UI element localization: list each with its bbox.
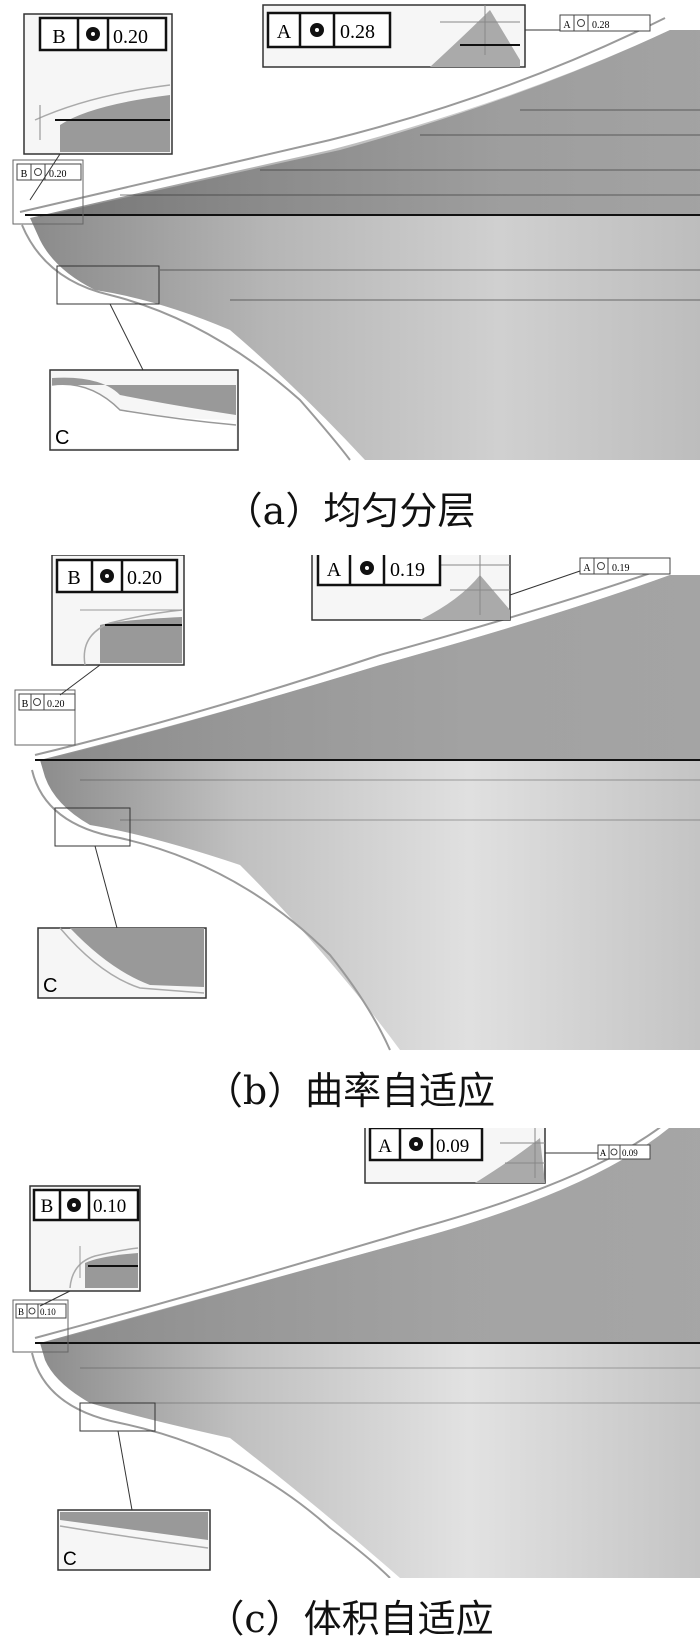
small-tag-b-value: 0.20 bbox=[47, 699, 65, 710]
small-tag-a-value: 0.28 bbox=[592, 20, 610, 31]
small-tag-b-datum: B bbox=[18, 1307, 24, 1317]
small-tag-a-datum: A bbox=[600, 1148, 607, 1158]
small-tag-b-value: 0.20 bbox=[49, 169, 67, 180]
panel-a-figure: A 0.28 B 0.20 B 0.20 bbox=[12, 4, 700, 461]
layer-lines bbox=[120, 109, 700, 301]
outline-curve-lower bbox=[31, 1352, 391, 1578]
callout-b-value: 0.10 bbox=[93, 1196, 126, 1217]
region-c-marker bbox=[54, 807, 131, 847]
concentricity-icon bbox=[597, 562, 605, 570]
region-c-marker bbox=[79, 1402, 156, 1432]
callout-b-datum: B bbox=[41, 1196, 54, 1217]
panel-c-figure: A 0.09 B 0.10 B 0.10 bbox=[12, 1128, 700, 1578]
small-tag-b: B 0.20 bbox=[14, 689, 76, 746]
zoom-box-a: A 0.09 bbox=[364, 1128, 546, 1184]
region-c-marker bbox=[56, 265, 160, 305]
detail-c: C bbox=[37, 927, 207, 999]
detail-c-label: C bbox=[55, 427, 69, 449]
detail-c-label: C bbox=[43, 975, 57, 997]
zoom-box-b: B 0.20 bbox=[51, 555, 185, 666]
concentricity-icon bbox=[33, 698, 41, 706]
callout-b-value: 0.20 bbox=[113, 26, 148, 48]
caption-b: （b）曲率自适应 bbox=[204, 1069, 496, 1113]
concentricity-icon bbox=[34, 168, 42, 176]
callout-a-value: 0.19 bbox=[390, 559, 425, 581]
caption-c: （c）体积自适应 bbox=[206, 1597, 494, 1641]
small-tag-a: A 0.09 bbox=[597, 1144, 651, 1160]
callout-a-datum: A bbox=[277, 21, 292, 43]
outline-curve-lower bbox=[21, 224, 351, 461]
callout-b-datum: B bbox=[67, 567, 80, 589]
callout-b-datum: B bbox=[52, 26, 65, 48]
outline-curve-lower bbox=[31, 769, 391, 1051]
part-upper-layers bbox=[45, 575, 700, 760]
small-tag-a: A 0.28 bbox=[559, 14, 651, 32]
small-tag-a-datum: A bbox=[563, 20, 571, 31]
detail-c: C bbox=[49, 369, 239, 451]
caption-a: （a）均匀分层 bbox=[224, 489, 476, 533]
callout-a-datum: A bbox=[378, 1136, 392, 1157]
detail-c-label: C bbox=[63, 1549, 77, 1570]
concentricity-icon bbox=[577, 19, 585, 27]
panel-c: A 0.09 B 0.10 B 0.10 bbox=[0, 1128, 700, 1647]
small-tag-a-datum: A bbox=[583, 563, 591, 574]
callout-b-value: 0.20 bbox=[127, 567, 162, 589]
zoom-box-b: B 0.20 bbox=[23, 13, 173, 155]
detail-c: C bbox=[57, 1509, 211, 1571]
concentricity-icon bbox=[28, 1307, 36, 1315]
small-tag-b-datum: B bbox=[22, 699, 29, 710]
outline-curve bbox=[19, 17, 666, 213]
small-tag-b-datum: B bbox=[21, 169, 28, 180]
small-tag-b: B 0.10 bbox=[12, 1299, 69, 1353]
small-tag-b-value: 0.10 bbox=[40, 1307, 56, 1317]
callout-a-datum: A bbox=[327, 559, 342, 581]
zoom-box-a: A 0.28 bbox=[262, 4, 526, 68]
panel-b-figure: A 0.19 B 0.20 B 0.20 bbox=[14, 555, 700, 1051]
outline-curve bbox=[34, 566, 669, 756]
small-tag-a-value: 0.09 bbox=[622, 1148, 638, 1158]
small-tag-a-value: 0.19 bbox=[612, 563, 630, 574]
small-tag-a: A 0.19 bbox=[579, 557, 671, 575]
panel-b: A 0.19 B 0.20 B 0.20 bbox=[0, 555, 700, 1113]
small-tag-b: B 0.20 bbox=[12, 159, 84, 225]
panel-a: A 0.28 B 0.20 B 0.20 bbox=[0, 0, 700, 533]
concentricity-icon bbox=[610, 1148, 618, 1156]
zoom-box-b: B 0.10 bbox=[29, 1185, 141, 1292]
part-upper-layers bbox=[45, 1128, 700, 1343]
callout-a-value: 0.28 bbox=[340, 21, 375, 43]
callout-a-value: 0.09 bbox=[436, 1136, 469, 1157]
zoom-box-a: A 0.19 bbox=[311, 555, 511, 621]
